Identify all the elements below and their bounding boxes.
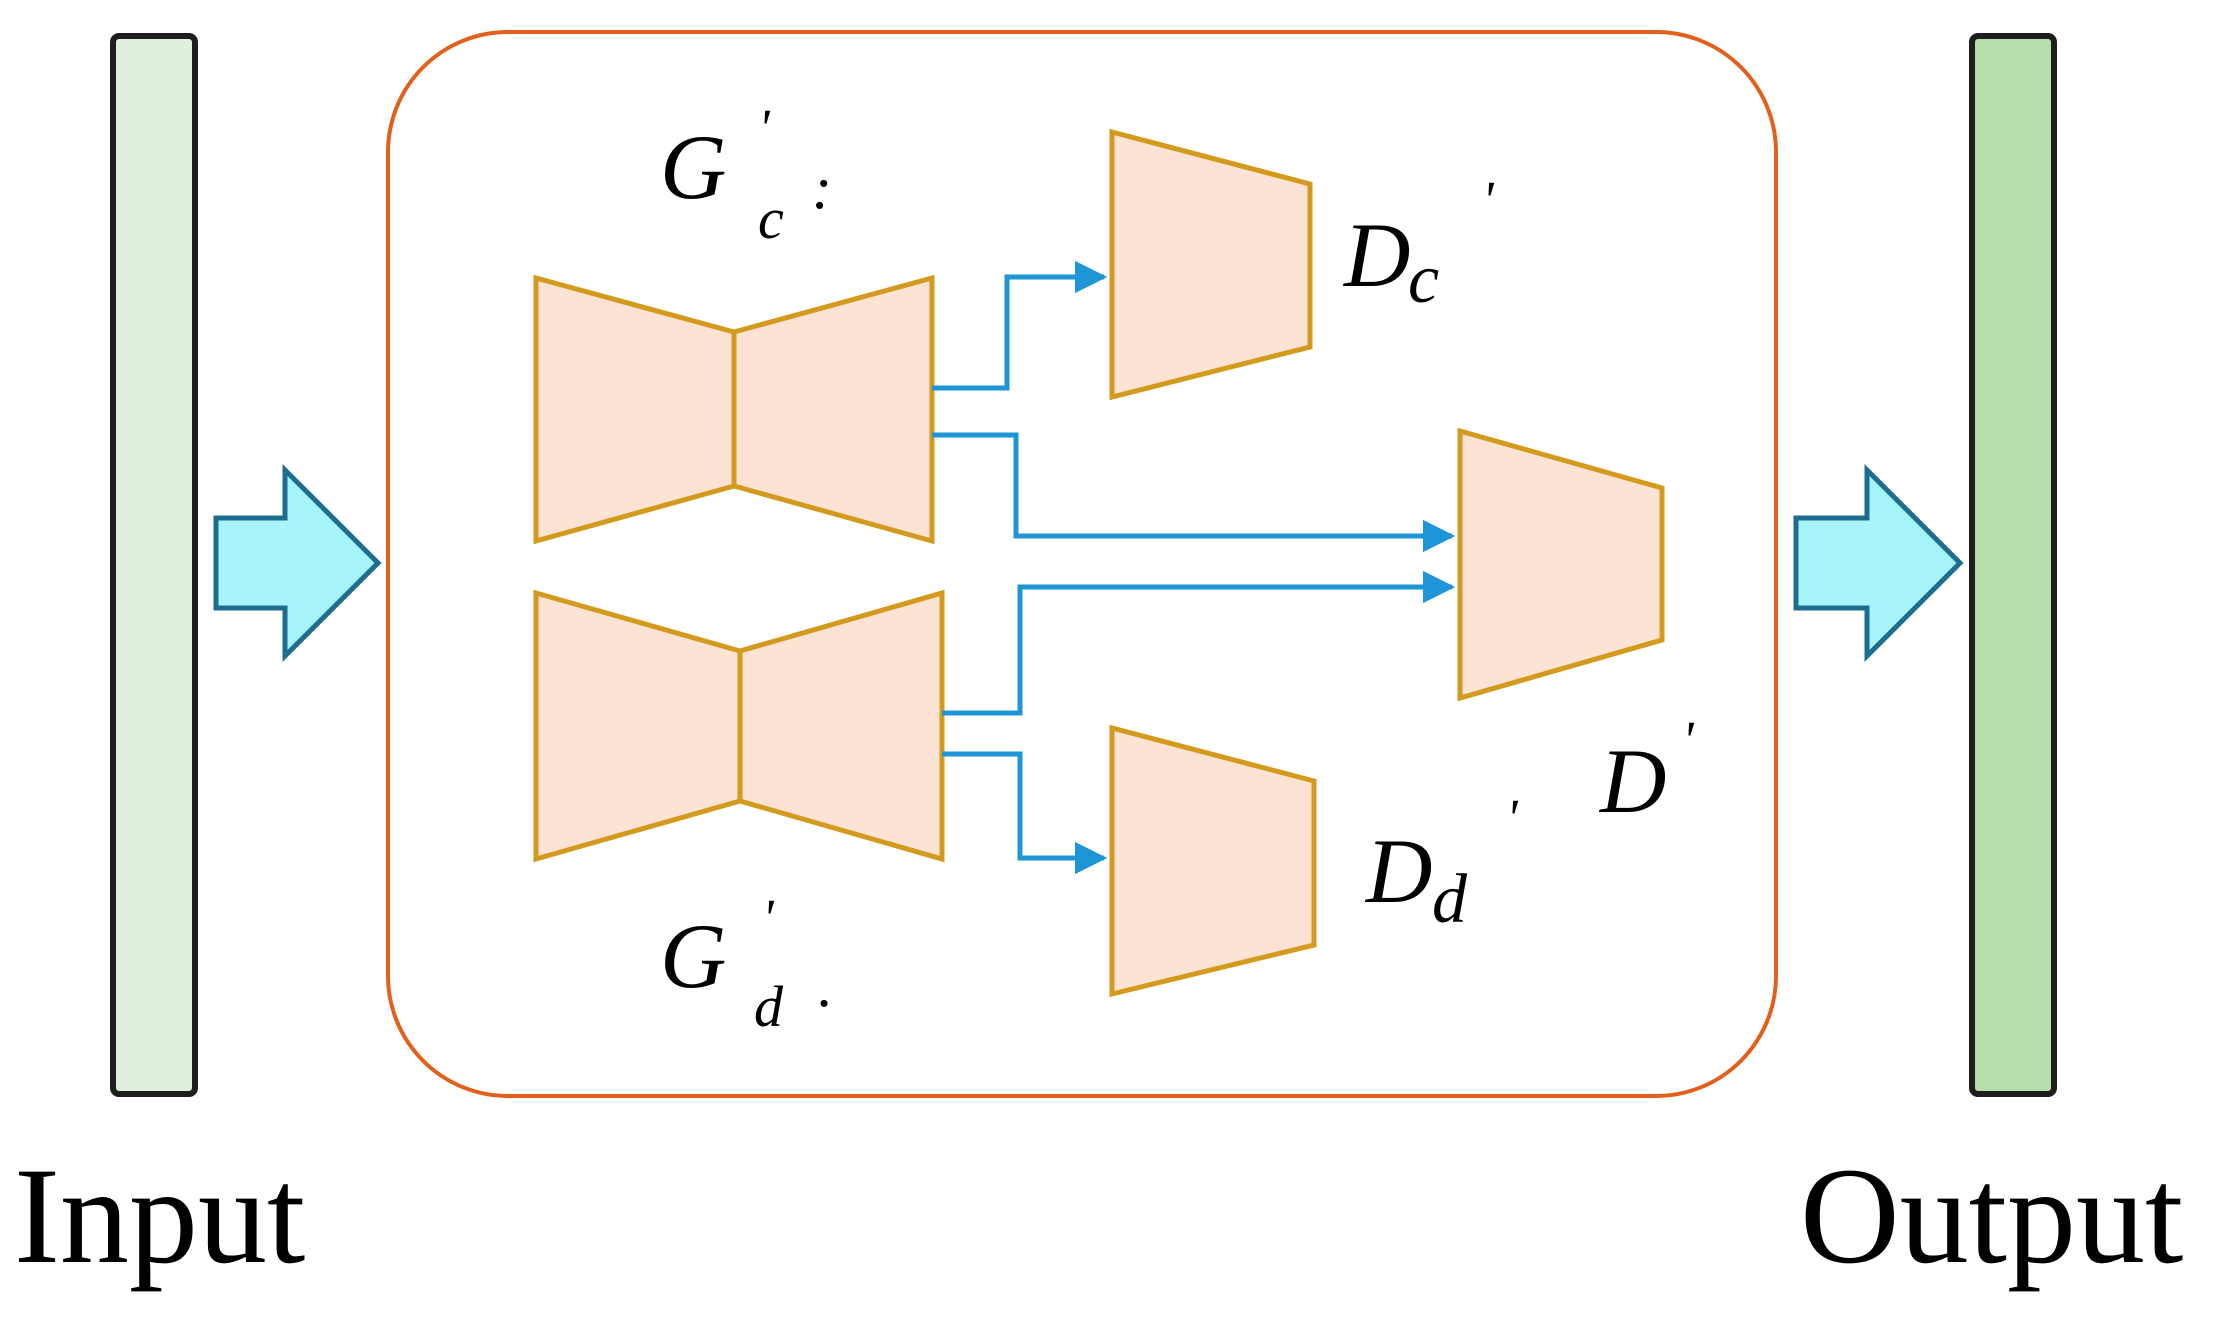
label-d: D bbox=[1598, 730, 1666, 832]
input-bar bbox=[110, 33, 198, 1097]
model-container bbox=[386, 30, 1778, 1098]
connector-gd-to-dd bbox=[942, 751, 1108, 875]
connector-gd-to-d bbox=[942, 570, 1456, 716]
connector-gc-to-d bbox=[932, 432, 1456, 553]
label-gc-colon: : bbox=[812, 155, 832, 221]
label-gc: G c bbox=[660, 116, 784, 251]
label-dd-prime: ' bbox=[1506, 788, 1519, 848]
output-flow-arrow bbox=[1793, 463, 1964, 663]
connector-gc-to-dc bbox=[932, 260, 1108, 391]
output-bar bbox=[1969, 33, 2057, 1097]
label-gd: G d bbox=[660, 905, 784, 1039]
discriminator-d-block bbox=[1457, 427, 1665, 702]
label-d-prime: ' bbox=[1682, 710, 1695, 770]
label-dc-prime: ' bbox=[1482, 170, 1495, 230]
discriminator-dd-block bbox=[1109, 724, 1317, 998]
label-gd-prime: ' bbox=[762, 888, 775, 948]
output-caption: Output bbox=[1800, 1139, 2183, 1292]
label-gc-prime: ' bbox=[758, 98, 771, 158]
label-dc: D c bbox=[1342, 204, 1439, 318]
discriminator-dc-block bbox=[1109, 128, 1313, 401]
generator-gd-decoder bbox=[737, 589, 945, 863]
generator-gc-decoder bbox=[731, 274, 935, 545]
generator-gd-block bbox=[533, 589, 945, 863]
input-flow-arrow bbox=[213, 463, 382, 663]
label-dd: D d bbox=[1364, 820, 1468, 938]
label-gd-dot: . bbox=[818, 953, 833, 1019]
input-caption: Input bbox=[14, 1139, 305, 1292]
generator-gc-block bbox=[533, 274, 935, 545]
